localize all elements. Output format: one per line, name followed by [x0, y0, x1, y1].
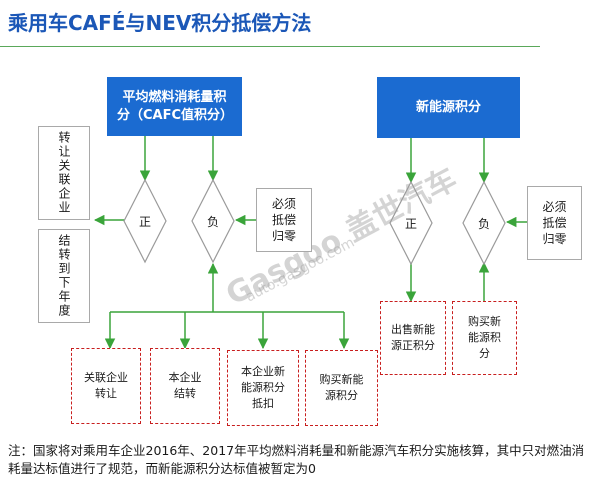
nev-offset-zero-box: 必须抵偿归零	[527, 186, 582, 260]
title-divider	[0, 46, 540, 47]
source-own-carry-box: 本企业结转	[150, 348, 220, 424]
label-nev-positive: 正	[404, 217, 417, 231]
source-sell-nev-box: 出售新能源正积分	[380, 301, 446, 375]
source-affiliate-transfer-box: 关联企业转让	[71, 348, 141, 424]
diamond-cafc-negative	[191, 178, 235, 264]
source-own-nev-offset-box: 本企业新能源积分抵扣	[227, 350, 299, 426]
cafc-header-box: 平均燃料消耗量积分（CAFC值积分）	[107, 77, 242, 136]
label-nev-negative: 负	[477, 217, 490, 231]
cafc-offset-zero-box: 必须抵偿归零	[256, 188, 312, 252]
source-buy-nev-box: 购买新能源积分	[305, 350, 378, 426]
nev-header-box: 新能源积分	[377, 77, 520, 138]
diamond-nev-positive	[389, 180, 433, 266]
carry-forward-box: 结转到下年度	[38, 229, 90, 323]
diamond-cafc-positive	[123, 178, 167, 264]
transfer-affiliate-box: 转让关联企业	[38, 126, 90, 220]
footnote: 注：国家将对乘用车企业2016年、2017年平均燃料消耗量和新能源汽车积分实施核…	[8, 443, 585, 476]
label-cafc-positive: 正	[138, 215, 151, 229]
source-buy-nev-right-box: 购买新能源积分	[452, 301, 517, 375]
label-cafc-negative: 负	[206, 215, 219, 229]
page-title: 乘用车CAFÉ与NEV积分抵偿方法	[8, 11, 312, 35]
diamond-nev-negative	[462, 180, 506, 266]
